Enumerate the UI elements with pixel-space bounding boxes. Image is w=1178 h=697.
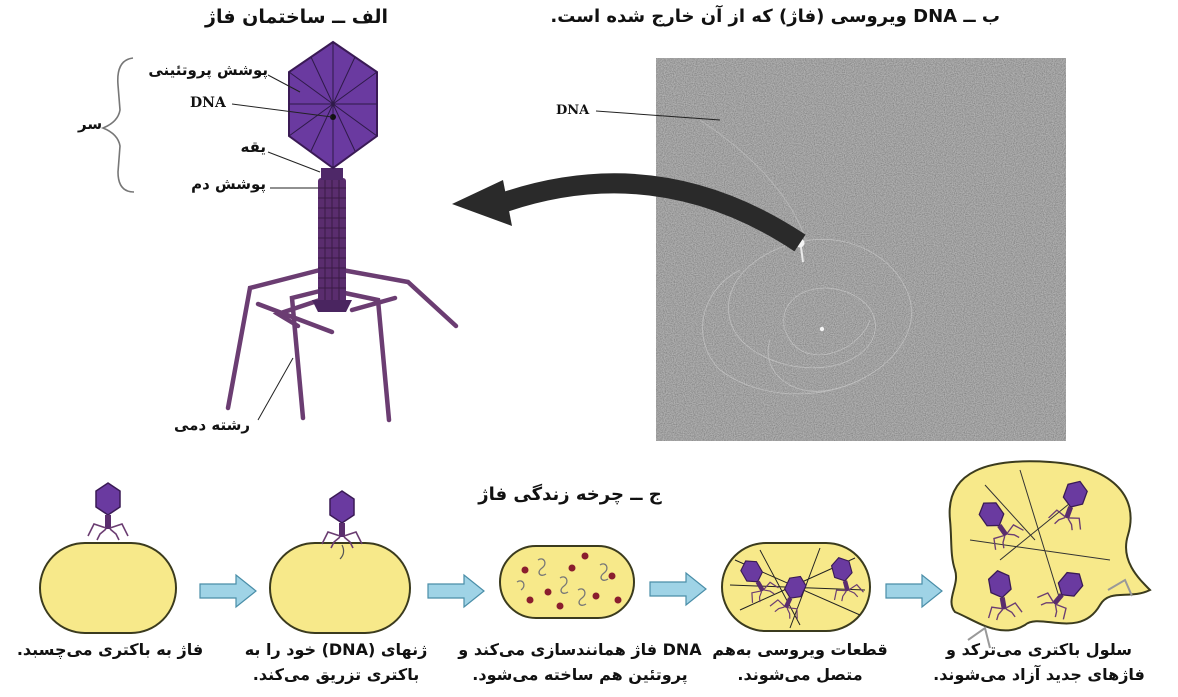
cycle-step-5-line-2: فاژهای جدید آزاد می‌شوند. (908, 663, 1170, 688)
panel-b-title: ب ــ DNA ویروسی (فاژ) که از آن خارج شده … (560, 8, 1000, 26)
cycle-step-1-caption: فاژ به باکتری می‌چسبد. (0, 638, 220, 663)
label-tail-sheath: پوشش دم (191, 177, 266, 192)
panel-c-title: ج ــ چرخه زندگی فاژ (470, 486, 670, 504)
phage-structure-illustration (103, 42, 456, 420)
cycle-arrow-2 (428, 575, 484, 607)
label-tail-fiber: رشته دمی (174, 418, 250, 433)
cycle-step-2-caption: ژنهای (DNA) خود را به باکتری تزریق می‌کن… (226, 638, 446, 688)
cycle-arrow-4 (886, 575, 942, 607)
cycle-step-3-illustration (500, 546, 634, 618)
cycle-step-3-line-2: پروتئین هم ساخته می‌شود. (452, 663, 708, 688)
phage-head (289, 42, 377, 168)
cycle-step-1-line-1: فاژ به باکتری می‌چسبد. (0, 638, 220, 663)
cycle-step-2-illustration (270, 491, 410, 633)
cycle-step-2-line-2: باکتری تزریق می‌کند. (226, 663, 446, 688)
panel-a-title: الف ــ ساختمان فاژ (218, 8, 388, 27)
cycle-step-5-caption: سلول باکتری می‌ترکد و فاژهای جدید آزاد م… (908, 638, 1170, 688)
cycle-arrow-1 (200, 575, 256, 607)
dna-micrograph (596, 58, 1066, 441)
cycle-step-2-line-1: ژنهای (DNA) خود را به (226, 638, 446, 663)
label-protein-coat: پوشش پروتئینی (148, 63, 268, 78)
label-dna: DNA (190, 96, 226, 110)
cycle-step-3-caption: DNA فاژ همانندسازی می‌کند و پروتئین هم س… (452, 638, 708, 688)
tail-sheath (312, 178, 352, 312)
cycle-step-4-line-1: قطعات ویروسی به‌هم (705, 638, 895, 663)
label-head: سر (78, 117, 102, 132)
cycle-step-4-line-2: متصل می‌شوند. (705, 663, 895, 688)
label-collar: یقه (240, 140, 266, 155)
micrograph-dna-label: DNA (556, 104, 589, 117)
cycle-step-4-caption: قطعات ویروسی به‌هم متصل می‌شوند. (705, 638, 895, 688)
collar (321, 168, 343, 180)
cycle-step-5-line-1: سلول باکتری می‌ترکد و (908, 638, 1170, 663)
head-bracket (103, 58, 134, 192)
cycle-step-5-illustration (950, 461, 1150, 648)
cycle-arrow-3 (650, 573, 706, 605)
cycle-step-3-line-1: DNA فاژ همانندسازی می‌کند و (452, 638, 708, 663)
cycle-step-4-illustration (722, 543, 870, 631)
cycle-step-1-illustration (40, 483, 176, 633)
